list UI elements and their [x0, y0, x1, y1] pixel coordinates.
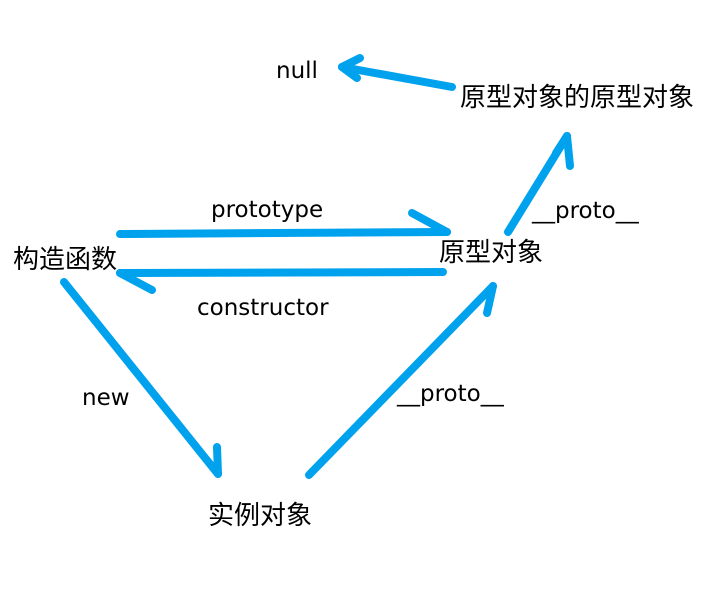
node-prototype-object: 原型对象 [439, 238, 544, 268]
arrow-prototype-object-to-proto-of-proto [504, 132, 574, 236]
arrow-prototype [116, 209, 451, 238]
node-instance-object: 实例对象 [208, 501, 313, 531]
arrow-constructor [116, 268, 447, 294]
node-constructor-function: 构造函数 [13, 245, 118, 275]
node-null: null [276, 58, 318, 84]
arrow-proto-of-proto-to-null [338, 54, 456, 91]
arrow-new [60, 278, 222, 478]
arrow-instance-to-prototype-object [305, 282, 497, 479]
label-constructor: constructor [197, 295, 329, 321]
label-proto-bottom: __proto__ [397, 381, 504, 407]
label-proto-top: __proto__ [532, 198, 639, 224]
node-prototype-of-prototype: 原型对象的原型对象 [460, 83, 695, 113]
label-prototype: prototype [211, 197, 324, 223]
label-new: new [82, 385, 130, 411]
